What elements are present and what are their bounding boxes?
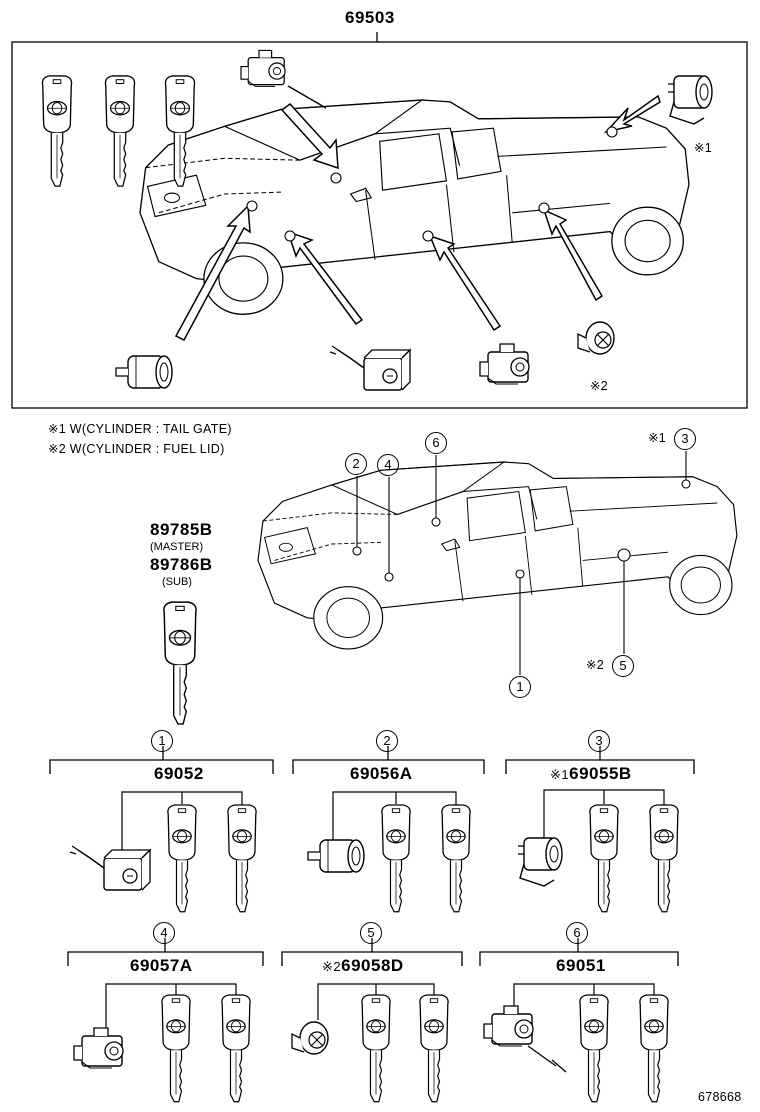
sub-key-part: 89786B xyxy=(150,555,213,574)
set-6-part: 69051 xyxy=(556,956,606,975)
set-2-part: 69056A xyxy=(350,764,413,783)
mark-tailgate-mid: ※1 xyxy=(648,431,667,445)
callout-3: 3 xyxy=(674,428,696,450)
set-4-part: 69057A xyxy=(130,956,193,975)
mark-fuel-top: ※2 xyxy=(590,379,609,393)
callout-2: 2 xyxy=(345,453,367,475)
set-3-callout: 3 xyxy=(588,730,610,752)
master-key-part: 89785B xyxy=(150,520,213,539)
master-key-label: (MASTER) xyxy=(150,541,204,553)
set-2-callout: 2 xyxy=(376,730,398,752)
callout-6: 6 xyxy=(425,432,447,454)
set-5-callout: 5 xyxy=(360,922,382,944)
callout-5: 5 xyxy=(612,655,634,677)
note-fuel-lid: ※2 W(CYLINDER : FUEL LID) xyxy=(48,442,225,456)
mark-fuel-mid: ※2 xyxy=(586,658,605,672)
set-1-callout: 1 xyxy=(151,730,173,752)
main-part-number: 69503 xyxy=(345,8,395,27)
callout-4: 4 xyxy=(377,454,399,476)
callout-1: 1 xyxy=(509,676,531,698)
mark-tailgate-top: ※1 xyxy=(694,141,713,155)
set-6-callout: 6 xyxy=(566,922,588,944)
set-5-part: ※269058D xyxy=(322,956,404,975)
set-1-part: 69052 xyxy=(154,764,204,783)
note-tailgate: ※1 W(CYLINDER : TAIL GATE) xyxy=(48,422,232,436)
sub-key-label: (SUB) xyxy=(162,576,192,588)
figure-id: 678668 xyxy=(698,1090,742,1104)
set-3-part: ※169055B xyxy=(550,764,632,783)
set-4-callout: 4 xyxy=(153,922,175,944)
